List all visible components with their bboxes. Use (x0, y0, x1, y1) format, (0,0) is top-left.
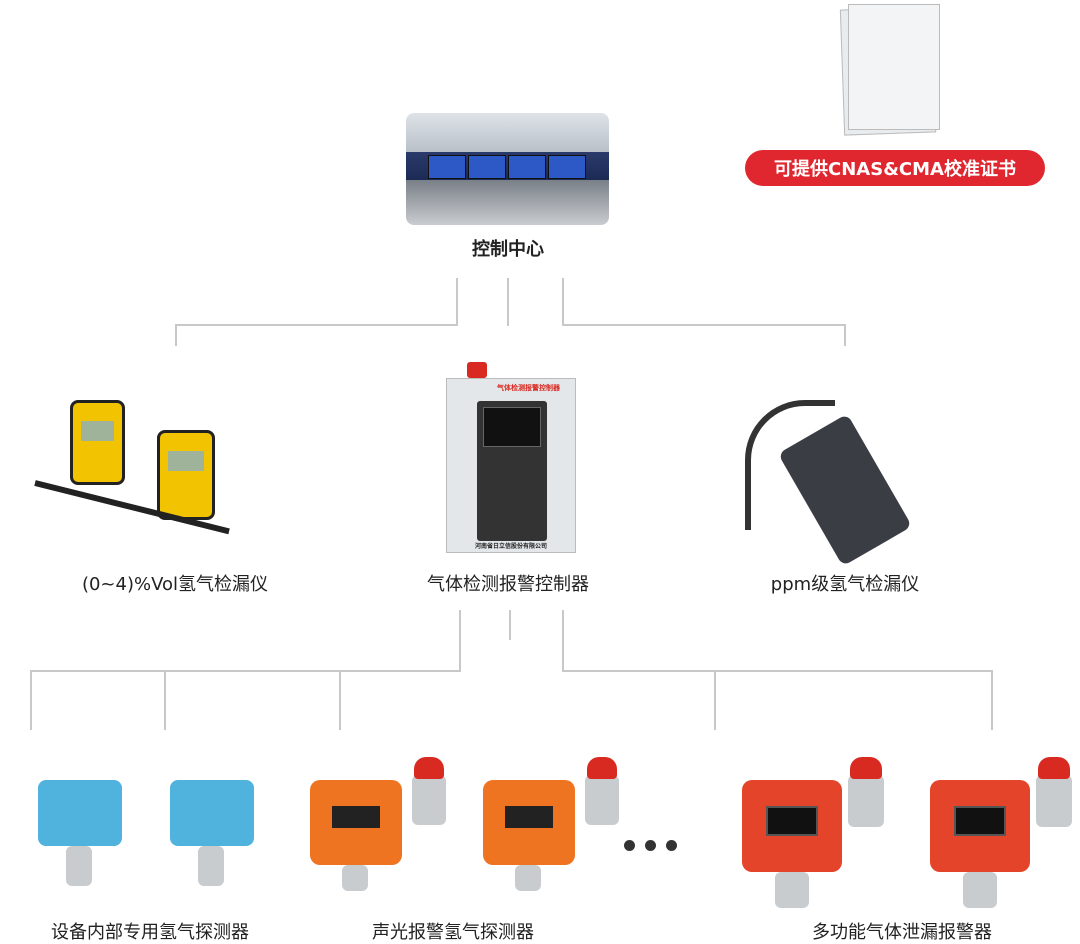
internal-hydrogen-detector-label: 设备内部专用氢气探测器 (51, 922, 249, 943)
internal-hydrogen-detector-image (170, 780, 254, 846)
connector (456, 278, 458, 326)
connector (844, 324, 846, 346)
panel-company: 河南省日立信股份有限公司 (474, 543, 547, 550)
connector (30, 670, 32, 730)
alarm-lamp-red (1038, 757, 1070, 779)
connector (164, 670, 166, 730)
multi-function-alarm-image (930, 780, 1030, 872)
audible-visual-detector-image (483, 780, 575, 865)
connector (459, 610, 461, 672)
alarm-lamp-red (587, 757, 617, 779)
alarm-lamp (585, 775, 619, 825)
control-center-label: 控制中心 (472, 239, 544, 260)
sensor-head (198, 846, 224, 886)
internal-hydrogen-detector-image (38, 780, 122, 846)
connector (714, 670, 716, 730)
audible-visual-detector-image (310, 780, 402, 865)
connector (562, 278, 564, 326)
connector (509, 610, 511, 640)
connector (339, 670, 341, 730)
sensor-head (963, 872, 997, 908)
panel-brand: 气体检测报警控制器 (497, 384, 560, 392)
sensor-head (66, 846, 92, 886)
vol-leak-detector-image (34, 370, 300, 540)
ppm-leak-detector-image (745, 390, 945, 567)
alarm-lamp (1036, 775, 1072, 827)
connector (507, 278, 509, 326)
gas-alarm-controller-label: 气体检测报警控制器 (427, 574, 589, 595)
connector (30, 670, 461, 672)
audible-visual-detector-label: 声光报警氢气探测器 (372, 922, 534, 943)
connector (562, 670, 993, 672)
vol-leak-detector-label: (0~4)%Vol氢气检漏仪 (81, 574, 269, 595)
gas-alarm-controller-image: 气体检测报警控制器 河南省日立信股份有限公司 (446, 378, 576, 553)
sensor-head (342, 865, 368, 891)
multi-function-alarm-label: 多功能气体泄漏报警器 (812, 922, 992, 943)
alarm-lamp-red (414, 757, 444, 779)
alarm-lamp-red (850, 757, 882, 779)
connector (562, 324, 846, 326)
certificate-image-front (848, 4, 940, 130)
control-center-image (406, 113, 609, 225)
certificate-badge: 可提供CNAS&CMA校准证书 (745, 150, 1045, 186)
ellipsis-icon (624, 840, 677, 851)
alarm-lamp (848, 775, 884, 827)
alarm-lamp (412, 775, 446, 825)
connector (562, 610, 564, 672)
sensor-head (775, 872, 809, 908)
multi-function-alarm-image (742, 780, 842, 872)
connector (991, 670, 993, 730)
connector (175, 324, 458, 326)
ppm-leak-detector-label: ppm级氢气检漏仪 (770, 574, 920, 595)
alarm-light (467, 362, 487, 378)
connector (175, 324, 177, 346)
sensor-head (515, 865, 541, 891)
